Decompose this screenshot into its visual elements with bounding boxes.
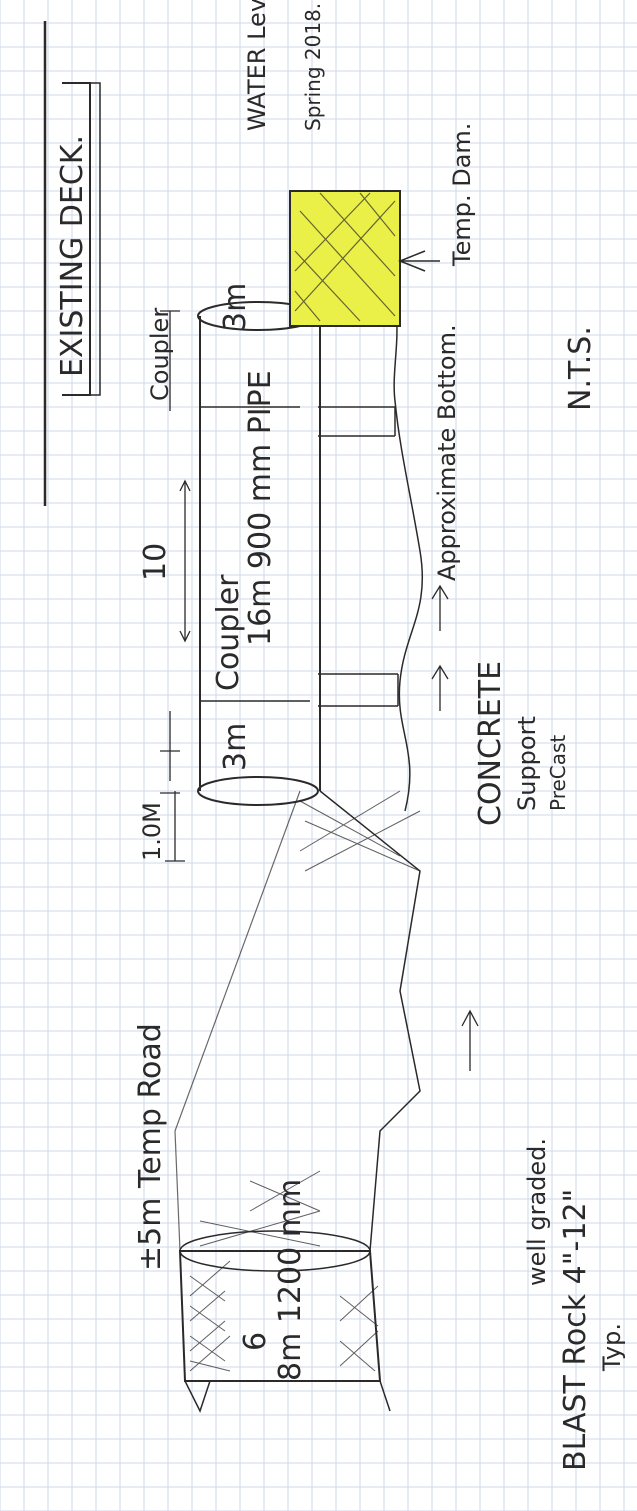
concrete-support-label-3: PreCast	[546, 735, 570, 811]
annotation-arrows	[431, 584, 479, 1071]
existing-deck-label: EXISTING DECK.	[43, 21, 101, 506]
water-level-label: WATER Level	[243, 0, 271, 131]
coupler-right-label: Coupler	[146, 308, 174, 401]
temp-road-label: ±5m Temp Road	[133, 1023, 168, 1271]
concrete-support-label-1: CONCRETE	[473, 661, 508, 826]
pipe-label: 16m 900 mm PIPE	[243, 370, 278, 646]
water-level-date-label: Spring 2018.	[301, 3, 325, 131]
existing-deck-title: EXISTING DECK.	[55, 135, 90, 377]
blast-rock-label-2: well graded.	[523, 1138, 551, 1286]
pipe-inlet-end	[197, 776, 319, 806]
dimension-lines	[160, 310, 191, 862]
riprap-hatch	[189, 790, 421, 1372]
temp-dam-block	[289, 190, 401, 327]
coupler-left-label: Coupler	[211, 574, 246, 691]
temp-road-culvert	[174, 790, 421, 1413]
approx-bottom-label: Approximate Bottom.	[433, 324, 461, 581]
dim-left-coupler-label: 3m	[218, 723, 253, 771]
culvert-label-2: 8m 1200 mm	[273, 1179, 308, 1381]
culvert-label-1: 6	[238, 1332, 273, 1351]
span-top-label: 10	[138, 543, 173, 581]
dim-one-m-label: 1.0M	[138, 802, 166, 861]
nts-label: N.T.S.	[563, 326, 598, 411]
pipe	[197, 301, 399, 806]
concrete-support-label-2: Support	[513, 716, 541, 811]
blast-rock-label-3: Typ.	[598, 1323, 626, 1372]
dim-right-coupler-label: 3m	[218, 283, 253, 331]
temp-dam	[289, 190, 440, 327]
temp-dam-label: Temp. Dam.	[448, 123, 476, 267]
blast-rock-label-1: BLAST Rock 4"-12"	[558, 1189, 593, 1471]
